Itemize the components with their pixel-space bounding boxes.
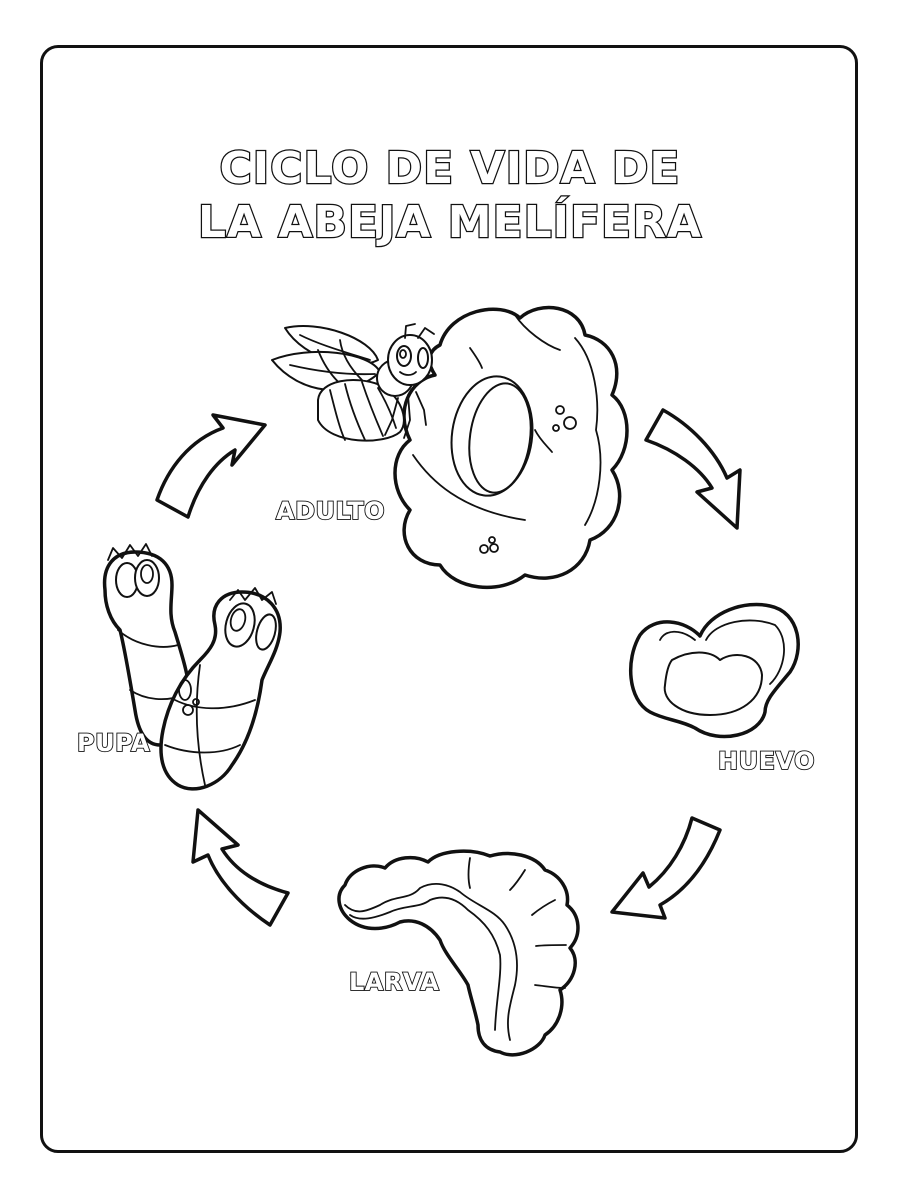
stage-label-adulto: ADULTO	[275, 496, 386, 526]
bee-icon	[271, 323, 435, 442]
stage-label-larva: LARVA	[348, 967, 440, 997]
arrow-larva-to-pupa	[191, 808, 290, 927]
page-title: CICLO DE VIDA DE LA ABEJA MELÍFERA	[0, 142, 900, 250]
page-border	[40, 45, 858, 1153]
larva-icon	[337, 849, 580, 1057]
arrow-huevo-to-larva	[610, 816, 722, 920]
arrow-adulto-to-huevo	[644, 408, 742, 530]
stage-label-pupa: PUPA	[76, 728, 151, 758]
pupa-icon	[102, 543, 282, 791]
title-line-1: CICLO DE VIDA DE	[218, 142, 681, 196]
stage-label-huevo: HUEVO	[717, 746, 816, 776]
arrow-pupa-to-adulto	[155, 413, 267, 519]
egg-icon	[628, 602, 800, 739]
title-line-2: LA ABEJA MELÍFERA	[197, 196, 703, 250]
honeycomb-cell-icon	[393, 305, 629, 589]
